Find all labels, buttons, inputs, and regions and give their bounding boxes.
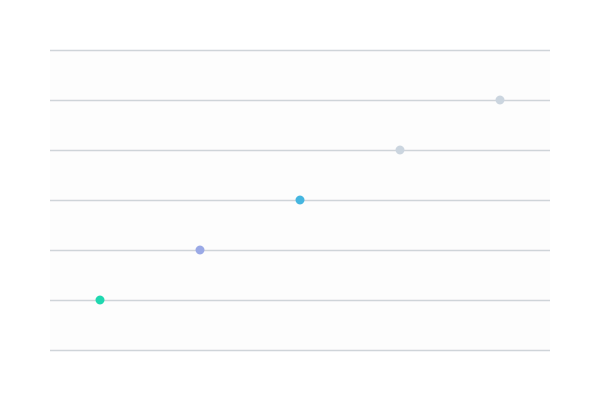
data-point-2 — [195, 245, 205, 255]
data-point-1 — [95, 295, 105, 305]
data-point-3 — [295, 195, 305, 205]
data-point-4 — [395, 145, 405, 155]
gridlines — [50, 49, 550, 352]
data-points — [95, 95, 505, 305]
data-point-5 — [495, 95, 505, 105]
